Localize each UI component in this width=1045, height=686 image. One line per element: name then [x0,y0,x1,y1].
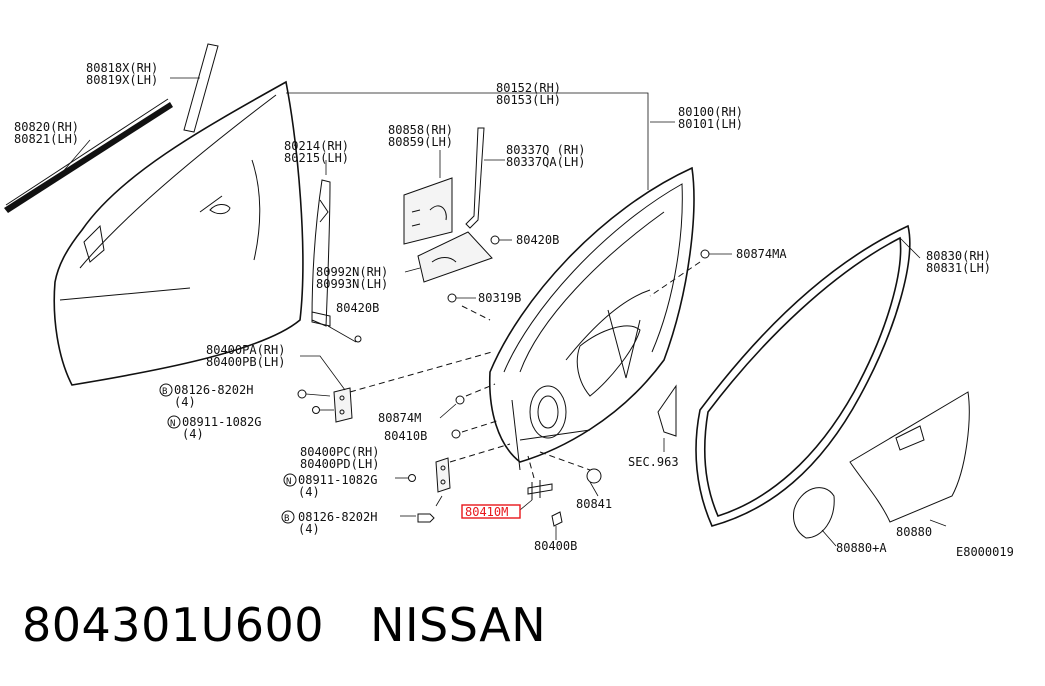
label-08911-upper: 08911-1082G [182,415,261,429]
mark-n-upper: N [170,419,175,429]
label-80214: 80214(RH) [284,139,349,153]
window-channel [311,160,331,327]
highlight-box [461,504,521,519]
nut-mark-n-lower [283,473,297,487]
brand-name: NISSAN [370,598,547,652]
label-08911-lower: 08911-1082G [298,473,377,487]
mark-b-lower: B [284,514,289,524]
label-80400b: 80400B [534,539,577,553]
label-qty-b: (4) [182,427,204,441]
label-80420b-lower: 80420B [336,301,379,315]
bolt-mark-b-lower [281,510,295,524]
sealing-screen-a [793,487,837,547]
label-80337qa: 80337QA(LH) [506,155,585,169]
label-sec963: SEC.963 [628,455,679,469]
label-80820: 80820(RH) [14,120,79,134]
label-80831: 80831(LH) [926,261,991,275]
part-number: 804301U600 [22,598,325,652]
label-80400pa: 80400PA(RH) [206,343,285,357]
label-80841: 80841 [576,497,612,511]
label-80880a: 80880+A [836,541,887,555]
label-80830: 80830(RH) [926,249,991,263]
mark-b-upper: B [162,387,167,397]
label-80992n: 80992N(RH) [316,265,388,279]
sealing-screen [849,391,970,527]
door-weatherstrip [695,224,921,527]
label-80410m-highlighted: 80410M [465,505,508,519]
door-outer-panel [53,80,304,386]
label-80400pd: 80400PD(LH) [300,457,379,471]
label-80100: 80100(RH) [678,105,743,119]
nut-mark-n [167,415,181,429]
door-check-link [527,480,553,500]
label-80821: 80821(LH) [14,132,79,146]
label-08126-lower: 08126-8202H [298,510,377,524]
label-80215: 80215(LH) [284,151,349,165]
parts-diagram: 80818X(RH) 80819X(LH) 80820(RH) 80821(LH… [4,43,1014,559]
label-80153: 80153(LH) [496,93,561,107]
mark-n-lower: N [286,477,291,487]
label-80400pc: 80400PC(RH) [300,445,379,459]
label-80818x: 80818X(RH) [86,61,158,75]
label-80410b: 80410B [384,429,427,443]
diagram-code: E8000019 [956,545,1014,559]
label-80420b-upper: 80420B [516,233,559,247]
label-08126-upper: 08126-8202H [174,383,253,397]
label-80400pb: 80400PB(LH) [206,355,285,369]
label-80859: 80859(LH) [388,135,453,149]
upper-hinge [333,387,353,423]
lower-sash-bracket [417,231,493,283]
sash-bracket [403,177,453,245]
label-80880: 80880 [896,525,932,539]
label-80858: 80858(RH) [388,123,453,137]
rear-sash [465,127,505,229]
label-qty-c: (4) [298,485,320,499]
bolt-mark-b [159,383,173,397]
lower-hinge [435,457,451,493]
part-caption: 804301U600 NISSAN [22,598,546,652]
label-80152: 80152(RH) [496,81,561,95]
label-80319b: 80319B [478,291,521,305]
mirror-bracket [657,384,677,437]
label-80337q: 80337Q (RH) [506,143,585,157]
label-80819x: 80819X(LH) [86,73,158,87]
label-80993n: 80993N(LH) [316,277,388,291]
label-qty-d: (4) [298,522,320,536]
label-80874m: 80874M [378,411,421,425]
label-qty-a: (4) [174,395,196,409]
label-80874ma: 80874MA [736,247,787,261]
sash-trim [183,43,219,133]
door-inner-panel [488,166,695,471]
label-80101: 80101(LH) [678,117,743,131]
belt-moulding [4,98,173,213]
